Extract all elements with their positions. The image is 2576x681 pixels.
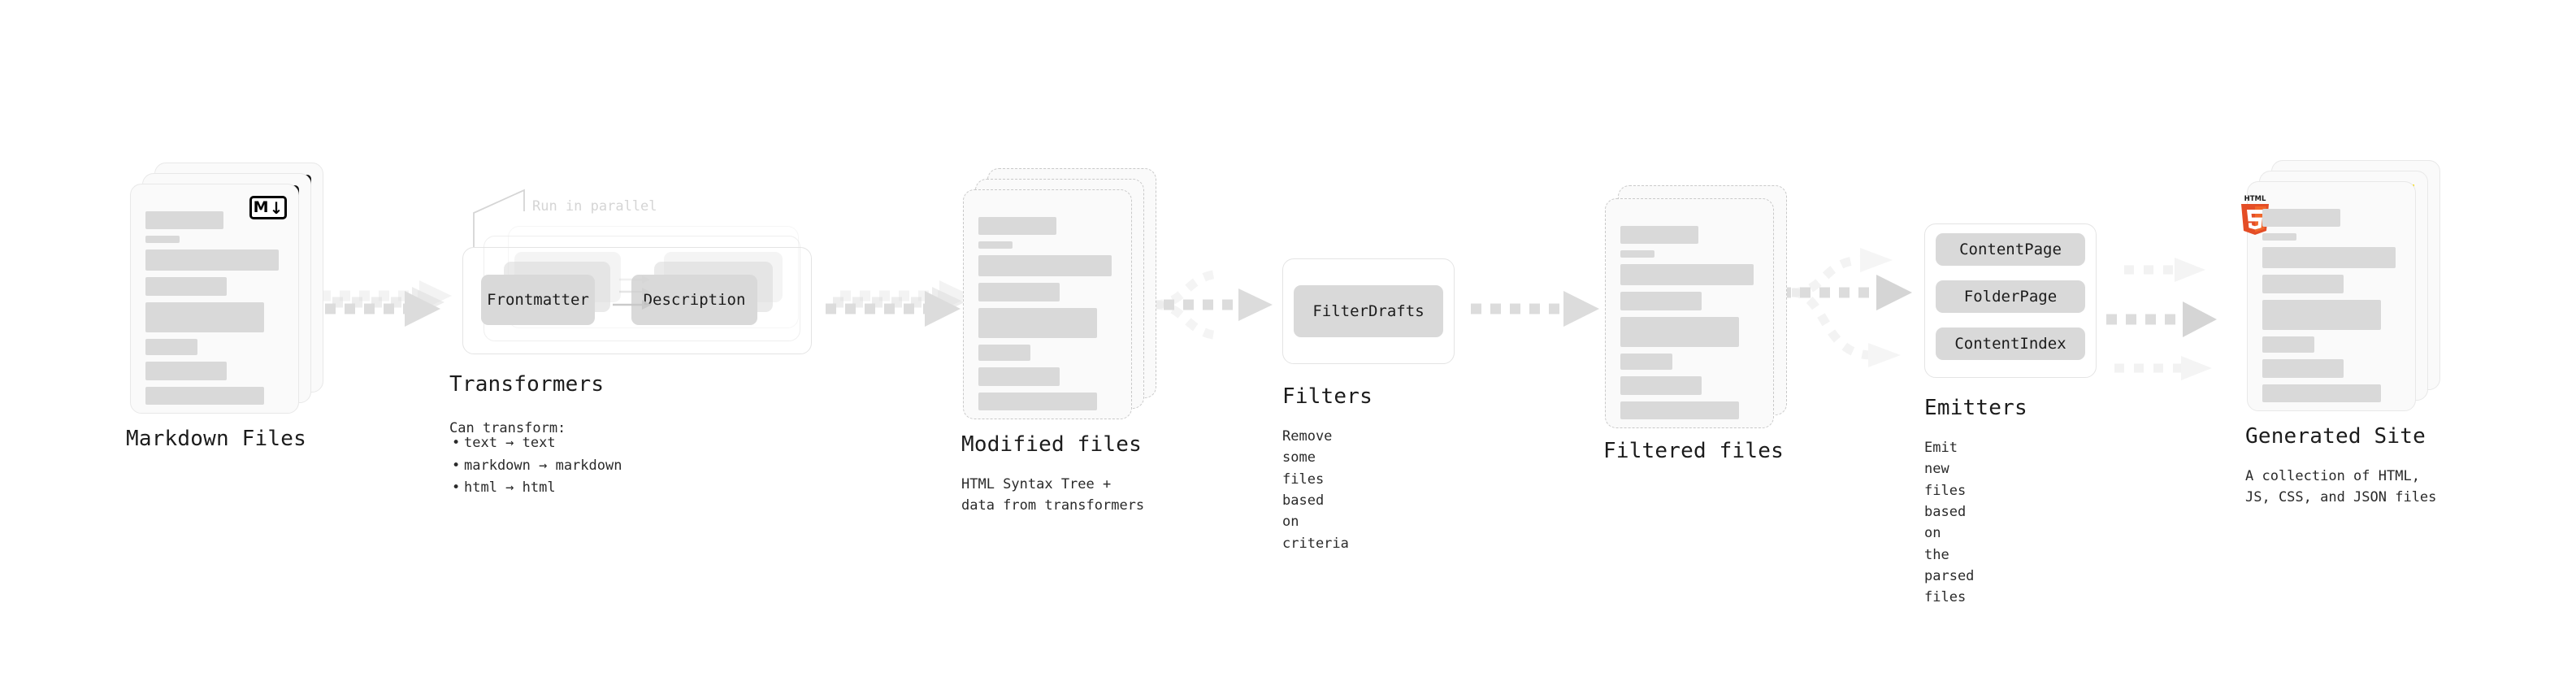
stage-title-transformers: Transformers [449,372,605,397]
content-bar [978,393,1097,410]
generated-site-content [2262,209,2404,409]
modified-file-content [978,217,1120,417]
connector-transformers-to-modified [826,280,972,327]
content-bar [2262,300,2381,330]
content-bar [978,241,1013,249]
content-bar [1620,354,1672,370]
content-bar [1620,401,1739,419]
connector-filters-to-filtered [1471,291,1599,327]
stage-filtered-files: Filtered files [1603,185,1798,463]
connector-filtered-to-emitters [1780,248,1912,367]
transformers-group-front [462,247,812,354]
emitter-chip-contentpage-label: ContentPage [1959,241,2062,258]
connector-modified-to-filters [1144,269,1273,340]
content-bar [145,387,264,405]
markdown-icon: M↓ [249,196,287,219]
content-bar [2262,275,2344,293]
transformer-chip-frontmatter-label: Frontmatter [487,291,589,309]
transformer-chip-description[interactable]: Description [631,275,757,325]
connector-emitters-to-site [2106,258,2217,380]
content-bar [1620,264,1754,285]
content-bar [1620,250,1654,258]
content-bar [145,362,227,380]
transformer-chip-description-label: Description [643,291,746,309]
stage-title-modified-files: Modified files [961,432,1142,457]
filtered-file-card-front [1605,198,1774,428]
parallel-label: Run in parallel [532,198,657,215]
content-bar [2262,384,2381,402]
emitter-chip-contentpage[interactable]: ContentPage [1936,233,2085,266]
content-bar [1620,317,1739,347]
emitters-group-box [1924,223,2097,378]
stage-transformers: Run in parallel Frontmatter Description [449,187,833,499]
content-bar [1620,376,1702,395]
html5-icon: HTML [2236,193,2274,236]
content-bar [145,211,223,229]
content-bar [2262,336,2314,353]
content-bar [978,255,1112,276]
emitter-chip-folderpage-label: FolderPage [1963,288,2058,306]
svg-text:HTML: HTML [2244,195,2266,203]
generated-file-card-html: HTML [2241,181,2416,411]
stage-title-generated-site: Generated Site [2245,424,2426,449]
content-bar [145,339,197,355]
filtered-file-stack [1605,185,1798,429]
emitter-chip-contentindex-label: ContentIndex [1954,335,2066,353]
stage-subtitle-generated-site: A collection of HTML, JS, CSS, and JSON … [2245,468,2437,506]
filter-chip-filterdrafts[interactable]: FilterDrafts [1294,285,1443,337]
content-bar [2262,359,2344,378]
list-item: text → text [449,432,622,455]
stage-subtitle-modified-files: HTML Syntax Tree + data from transformer… [961,476,1145,514]
content-bar [145,277,227,296]
markdown-icon-arrow: ↓ [269,197,284,218]
modified-file-stack [963,168,1156,422]
markdown-file-card-front: M↓ [130,184,299,414]
connector-md-to-transformers [306,280,452,327]
filters-group-box [1282,258,1455,364]
content-bar [145,302,264,332]
stage-generated-site: CSS HTML [2241,160,2446,505]
modified-file-card-front [963,189,1132,419]
stage-subtitle-emitters: Emit new files based on the parsed files [1924,440,1975,606]
stage-title-filtered-files: Filtered files [1603,439,1784,463]
content-bar [145,236,180,243]
parallel-bracket-icon [473,189,525,247]
emitter-chip-folderpage[interactable]: FolderPage [1936,280,2085,313]
content-bar [978,367,1060,386]
stage-subtitle-filters: Remove some files based on criteria [1282,428,1349,552]
transformers-inner-arrows [613,275,652,310]
stage-title-filters: Filters [1282,384,1373,409]
content-bar [978,283,1060,301]
markdown-file-stack: M↓ M↓ M↓ [130,163,323,416]
content-bar [2262,247,2396,268]
content-bar [1620,226,1698,244]
content-bar [2262,233,2296,241]
transformer-chip-frontmatter[interactable]: Frontmatter [481,275,595,325]
emitter-chip-contentindex[interactable]: ContentIndex [1936,327,2085,360]
list-item: html → html [449,477,622,500]
stage-title-emitters: Emitters [1924,396,2027,420]
stage-title-markdown-files: Markdown Files [126,427,306,451]
list-item: markdown → markdown [449,455,622,478]
content-bar [978,217,1056,235]
stage-markdown-files: M↓ M↓ M↓ [126,163,323,451]
filter-chip-filterdrafts-label: FilterDrafts [1312,302,1425,320]
content-bar [978,345,1030,361]
filtered-file-content [1620,226,1762,426]
content-bar [2262,209,2340,227]
markdown-icon-letter: M [253,198,269,216]
content-bar [978,308,1097,338]
generated-site-stack: CSS HTML [2241,160,2446,416]
stage-modified-files: Modified files HTML Syntax Tree + data f… [961,168,1156,514]
markdown-file-content [145,211,287,411]
content-bar [145,249,279,271]
transformers-bullet-list: text → text markdown → markdown html → h… [449,432,622,500]
content-bar [1620,292,1702,310]
